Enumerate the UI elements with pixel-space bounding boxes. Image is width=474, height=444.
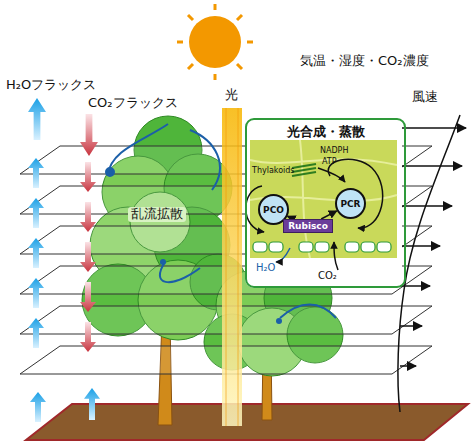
cycle-arrows xyxy=(246,159,383,232)
part-name: NADPH xyxy=(320,146,348,155)
flux-label: H₂Oフラックス xyxy=(6,78,96,93)
wind-profile xyxy=(398,115,466,412)
light-beam xyxy=(222,108,242,426)
wind-label: 風速 xyxy=(412,90,438,105)
diffusion-label: 乱流拡散 xyxy=(128,207,186,222)
node-text: PCO xyxy=(263,205,284,215)
light-label: 光 xyxy=(225,88,238,103)
part-name: Thylakoids xyxy=(252,166,295,175)
gas-label: CO₂ xyxy=(318,270,337,282)
sun xyxy=(177,4,253,80)
node-text: Rubisco xyxy=(288,221,328,231)
panel-heading: 光合成・蒸散 xyxy=(247,120,404,141)
co2-flux-arrows xyxy=(80,114,100,420)
node-text: PCR xyxy=(340,199,360,209)
h2o-flux-arrows xyxy=(28,98,46,422)
flux-label: CO₂フラックス xyxy=(88,96,178,111)
variables-label: 気温・湿度・CO₂濃度 xyxy=(300,54,429,69)
thylakoid-stack xyxy=(292,164,316,176)
pcr-circle: PCR xyxy=(335,188,366,219)
stomata-cells xyxy=(253,242,391,252)
gas-label: H₂O xyxy=(256,262,275,274)
reaction-arrow xyxy=(321,211,337,219)
rubisco-box: Rubisco xyxy=(283,219,333,233)
part-name: ATP xyxy=(322,157,337,166)
leaf-inset xyxy=(245,118,402,288)
